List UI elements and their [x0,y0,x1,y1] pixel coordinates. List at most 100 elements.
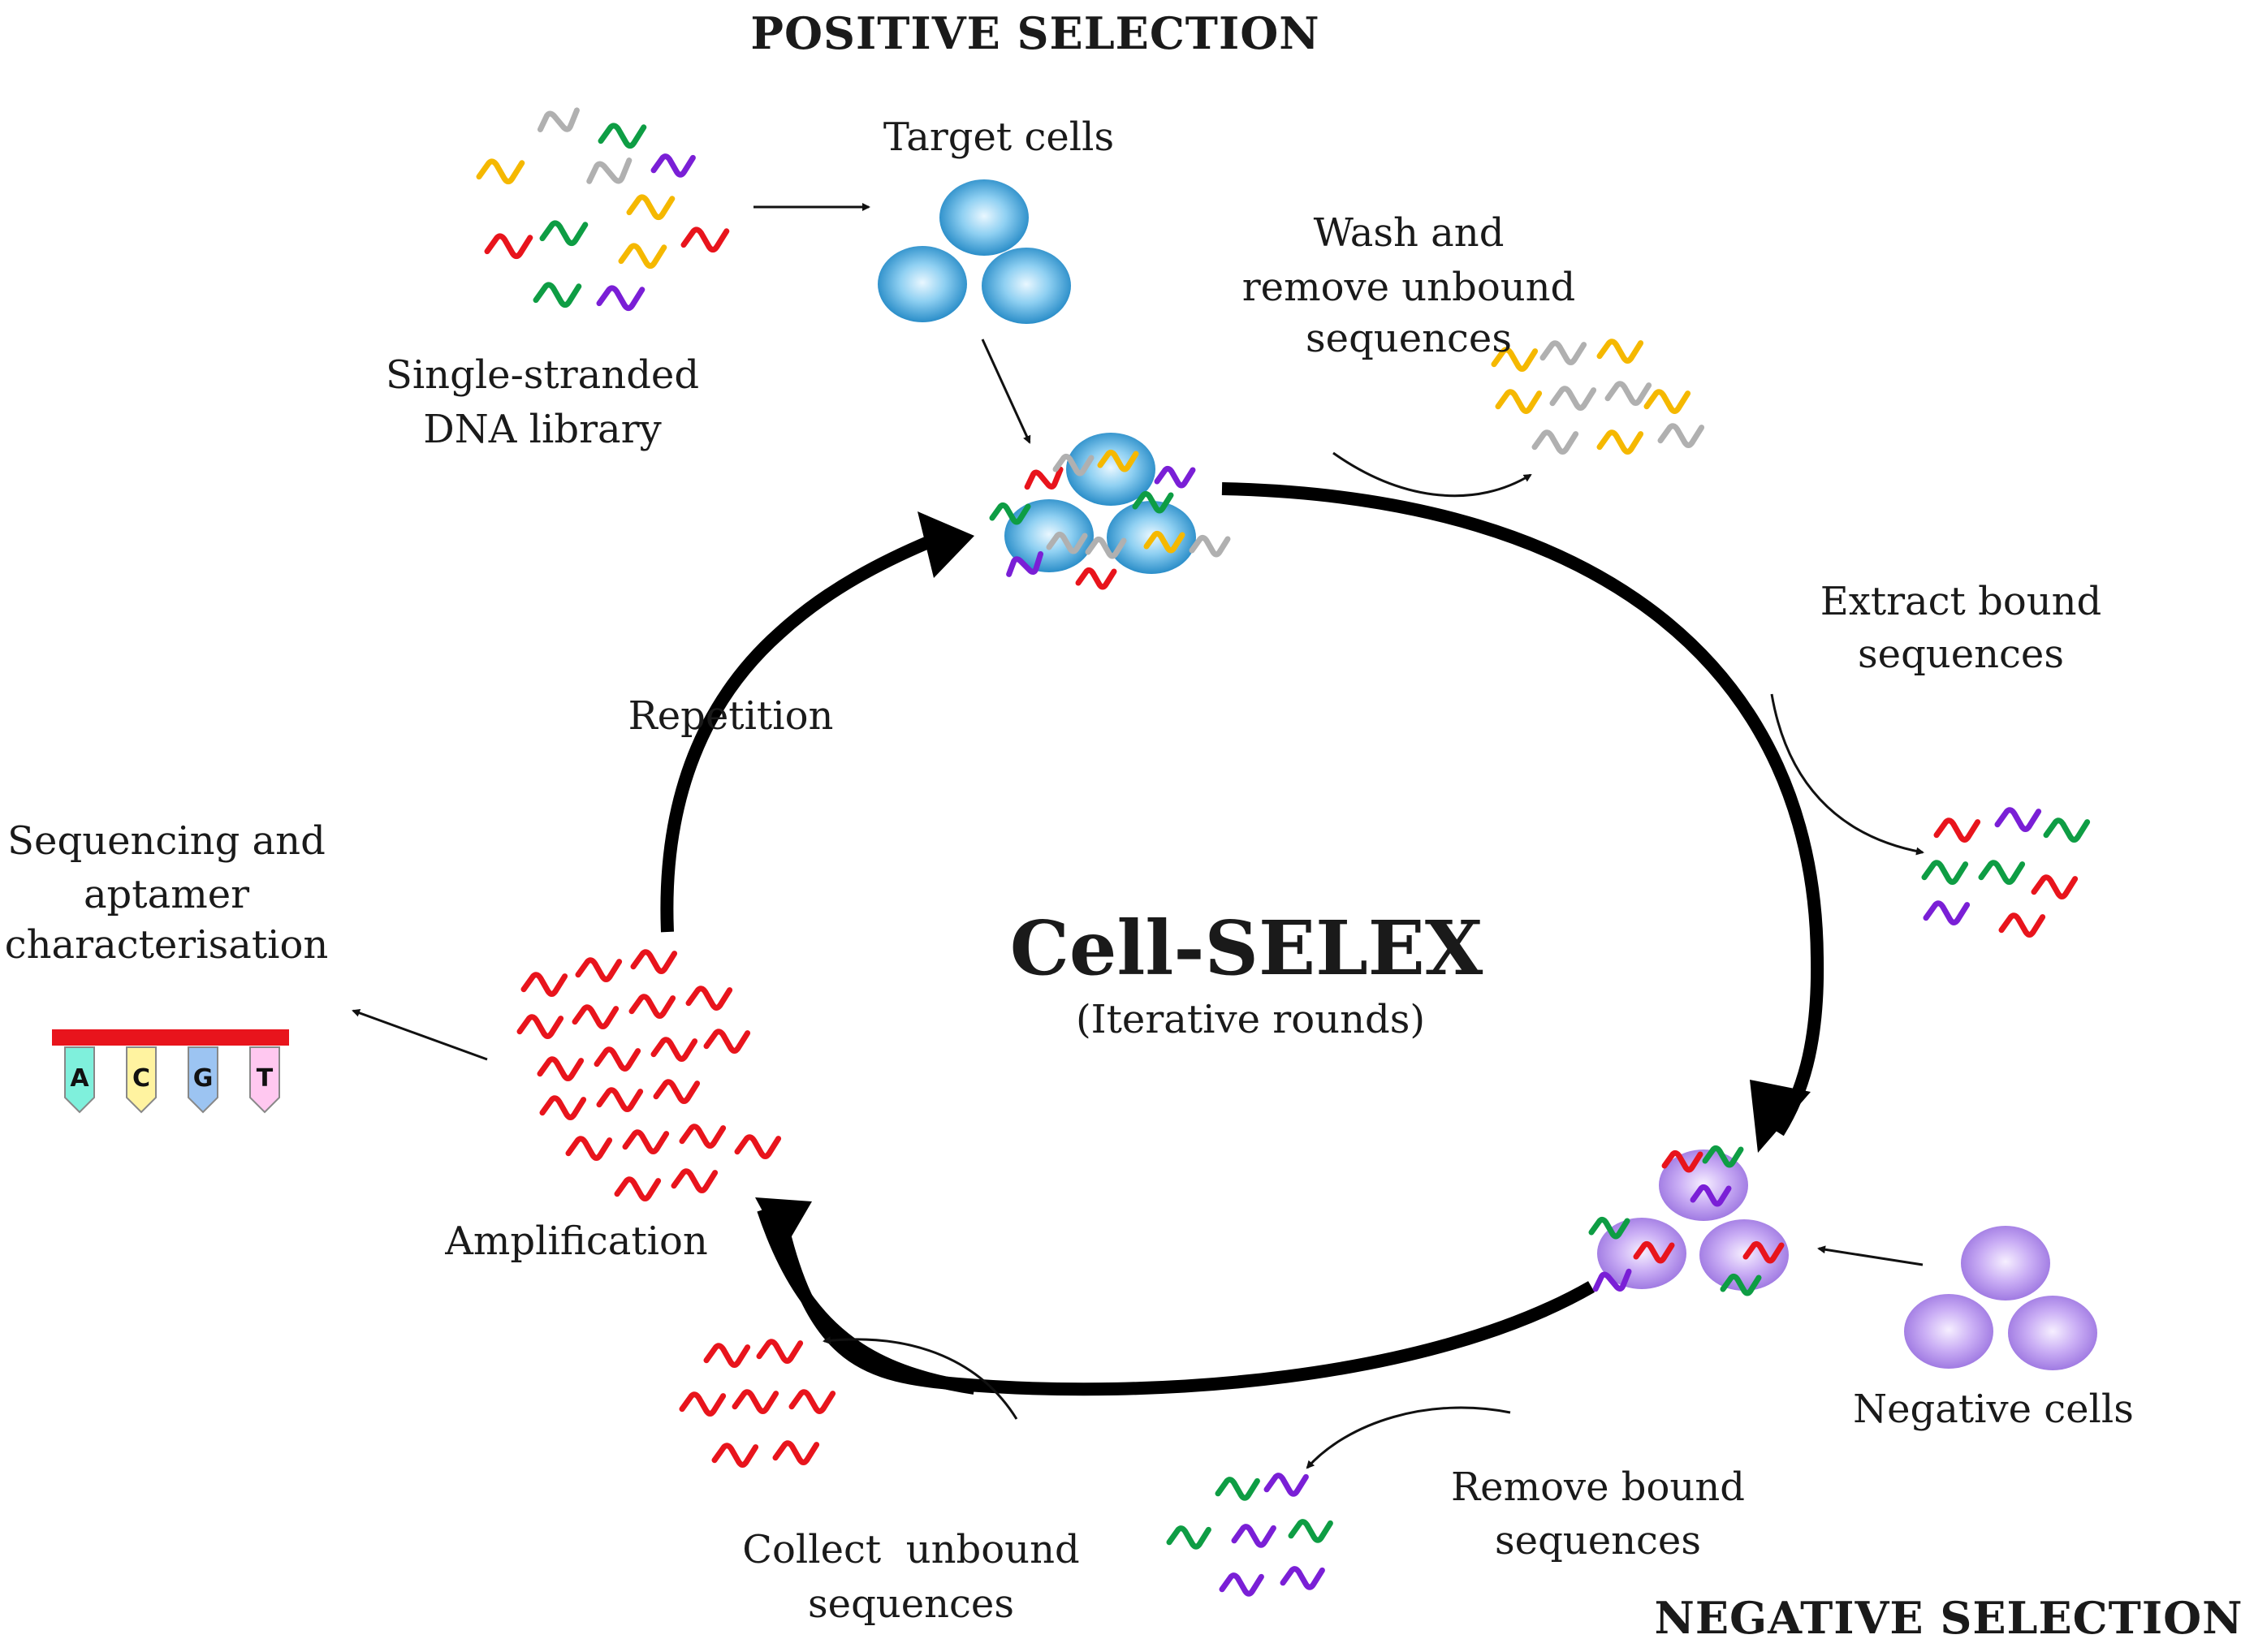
center-title: Cell-SELEX [1010,904,1483,992]
dna-strand-red [650,1037,698,1062]
dna-strand-red [565,1136,613,1161]
dna-strand-green [533,282,582,308]
wash-label-line2: remove unbound [1242,265,1576,310]
small-arrows [352,203,1924,1469]
dna-strand-red [1075,567,1117,590]
cycle-arc-top-right [1221,482,1824,1137]
dna-strand-purple [1923,900,1971,925]
negative-selection-heading: NEGATIVE SELECTION [1655,1592,2241,1644]
dna-strand-gray [537,107,580,132]
dna-strand-purple [1690,1184,1732,1207]
dna-strand-purple [1263,1473,1309,1497]
dna-strand-yellow [626,194,676,221]
dna-strand-purple [1154,465,1196,489]
dna-strand-green [1288,1519,1333,1543]
dna-strand-red [653,1079,701,1104]
dna-strand-yellow [1491,347,1539,372]
sequencing-label-line2: aptamer [84,872,249,917]
negative-cells-label: Negative cells [1853,1387,2134,1432]
dna-strand-yellow [618,243,667,270]
dna-strand-red [756,1339,804,1364]
dna-strand-red [1998,912,2046,938]
dna-strand-green [539,220,589,247]
base-letter: T [257,1064,274,1093]
dna-strand-red [572,1004,620,1029]
arrow-negative-cells [1817,1245,1924,1266]
dna-strand-green [1720,1273,1762,1296]
dna-strand-purple [1994,807,2042,832]
dna-strand-red [622,1129,670,1154]
library-label-line2: DNA library [423,407,661,452]
target-cells-label: Target cells [883,114,1114,160]
wash-label-line3: sequences [1306,316,1512,361]
dna-strand-yellow [1596,429,1644,455]
dna-strand-red [484,233,533,260]
dna-strand-red [594,1046,641,1072]
cycle-arrowheads [755,511,1811,1250]
dna-strand-green [1588,1216,1630,1240]
center-subtitle: (Iterative rounds) [1076,997,1425,1042]
dna-strand-red [537,1056,585,1081]
dna-strand-red [628,994,676,1019]
sequencing-label-line1: Sequencing and [7,818,326,864]
dna-strand-gray [586,157,633,184]
negative-cell [1904,1294,1993,1369]
dna-strand-red [679,1391,727,1417]
base-letter: C [132,1064,150,1093]
dna-strand-red [685,986,733,1011]
dna-strand-green [598,123,647,149]
base-tag-T: T [249,1046,280,1114]
dna-strand-yellow [1097,449,1139,472]
base-tag-G: G [188,1046,218,1114]
dna-strand-gray [1604,381,1652,406]
dna-strand-red [703,1029,751,1054]
dna-strand-green [1978,860,2026,885]
dna-strand-yellow [1495,389,1543,414]
dna-strand-red [516,1014,564,1039]
dna-strand-red [614,1176,662,1201]
dna-strand-gray [1657,423,1705,448]
target-cell [982,248,1071,324]
dna-strand-red [703,1343,751,1368]
arrow-wash [1332,451,1532,498]
dna-strand-red [772,1440,820,1465]
dna-strand-purple [1231,1524,1276,1548]
dna-strand-green [1166,1525,1211,1550]
arrow-extract [1770,693,1924,856]
dna-strand-gray [1085,536,1127,559]
dna-strand-red [732,1389,779,1414]
dna-strand-red [680,226,730,253]
dna-strand-gray [1531,429,1579,455]
dna-strand-yellow [1643,389,1691,414]
dna-strand-green [989,502,1031,525]
cycle-arc-bottom-right [773,1212,1595,1396]
dna-strand-red [711,1443,759,1468]
extract-label-line1: Extract bound [1820,579,2102,624]
dna-strand-gray [1549,386,1597,411]
base-letter: G [193,1064,214,1093]
arrowhead-top [918,511,974,578]
dna-strand-gray [1539,340,1587,365]
dna-strand-red [630,949,678,974]
dna-strand-gray [1046,531,1088,554]
sequence-bar [52,1029,289,1046]
base-tag-A: A [64,1046,95,1114]
sequencing-label-line3: characterisation [5,922,329,968]
dna-strand-gray [1189,534,1231,558]
dna-strand-red [679,1124,727,1149]
dna-strand-red [1661,1149,1703,1173]
extract-label-line2: sequences [1858,632,2064,677]
library-label-line1: Single-stranded [386,352,699,398]
dna-strand-red [596,1087,644,1112]
dna-strand-green [1702,1145,1744,1168]
target-cell [878,246,967,322]
dna-strand-red [1633,1240,1675,1264]
arrow-collect [823,1336,1018,1420]
dna-strand-red [788,1389,836,1414]
dna-strand-green [1921,860,1969,885]
arrow-to-sequencing [352,1009,488,1061]
collect-label-line1: Collect unbound [742,1527,1079,1572]
